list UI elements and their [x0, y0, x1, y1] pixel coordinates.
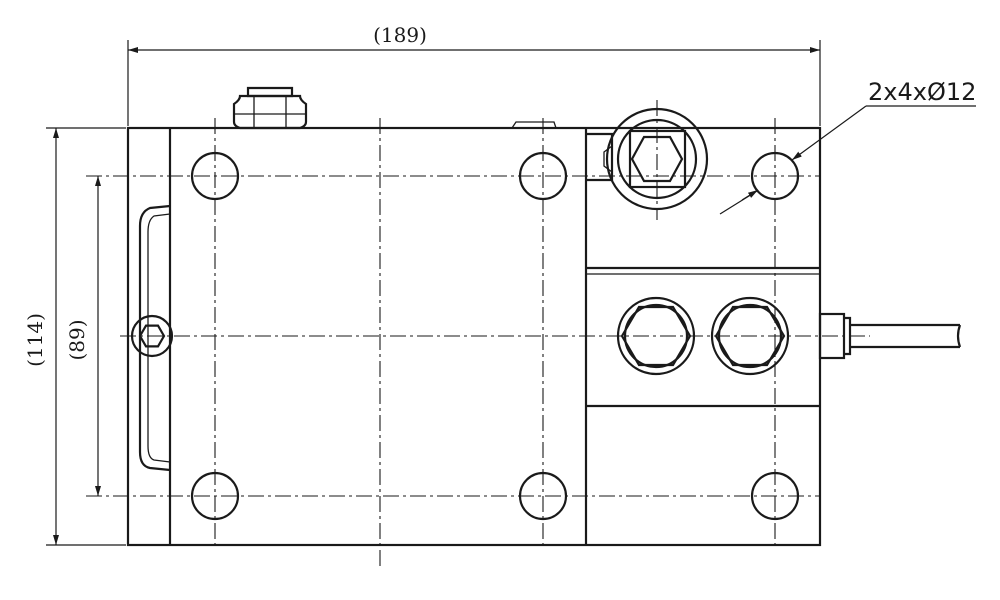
- centerlines: [86, 100, 870, 568]
- eye-bolt: [586, 107, 709, 211]
- hole-spacing-dimension: (89): [65, 176, 101, 496]
- cable-gland: [818, 312, 962, 360]
- height-dimension-label: (114): [23, 313, 47, 367]
- height-dimension: (114): [23, 127, 126, 546]
- top-nut: [232, 86, 308, 130]
- hole-callout: 2x4xØ12: [719, 78, 976, 215]
- side-bracket: [138, 204, 171, 472]
- width-dimension: (189): [127, 23, 821, 126]
- width-dimension-label: (189): [373, 23, 427, 47]
- hole-spacing-dimension-label: (89): [65, 319, 89, 360]
- top-tab: [511, 121, 557, 129]
- hole-callout-label: 2x4xØ12: [868, 78, 976, 106]
